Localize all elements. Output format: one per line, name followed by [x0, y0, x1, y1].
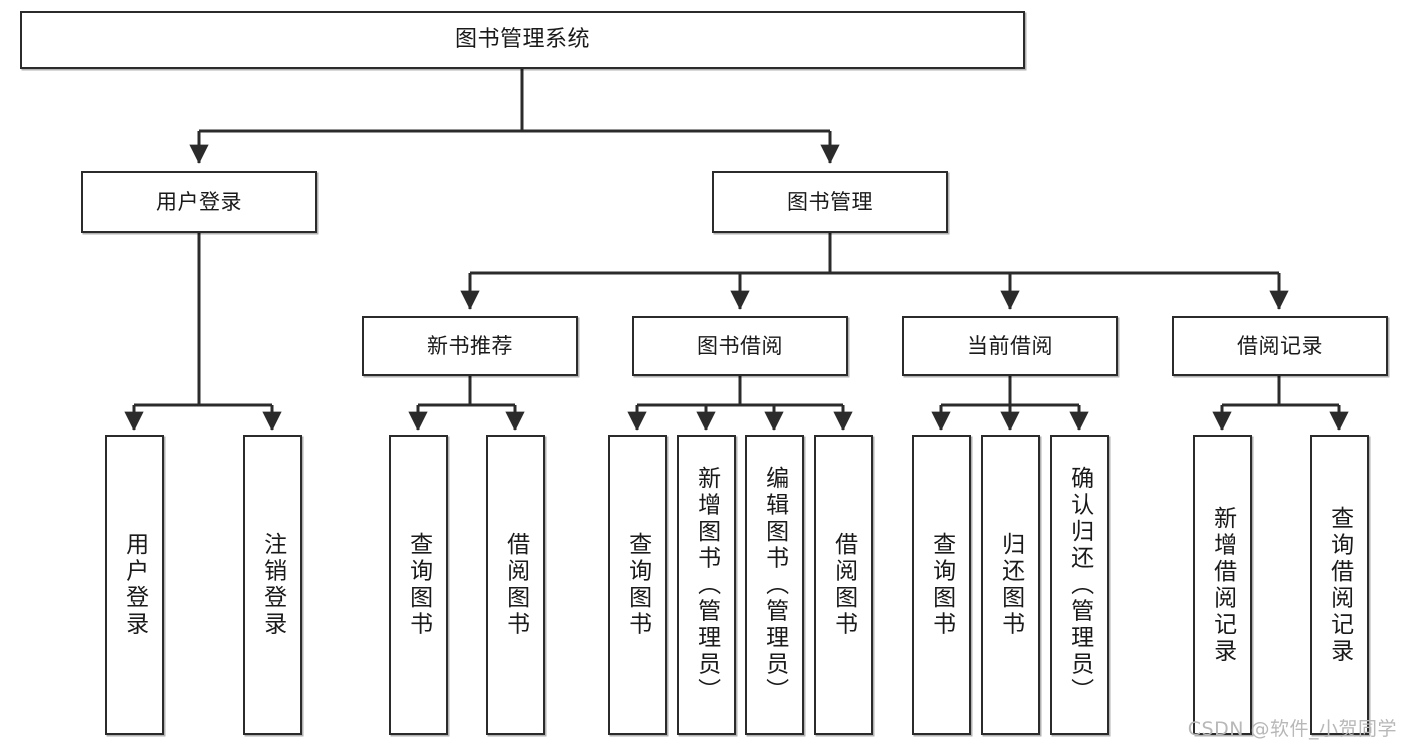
node-leaf-add-book-admin[interactable]: 新增图书（管理员）	[677, 435, 736, 735]
node-leaf-query-borrow-record[interactable]: 查询借阅记录	[1310, 435, 1369, 735]
node-label: 借阅图书	[830, 532, 857, 638]
node-label: 查询图书	[405, 532, 432, 638]
node-label: 编辑图书（管理员）	[761, 465, 788, 705]
node-label: 归还图书	[997, 532, 1024, 638]
node-leaf-logout-login[interactable]: 注销登录	[243, 435, 302, 735]
node-label: 新书推荐	[427, 333, 513, 358]
node-label: 借阅图书	[502, 532, 529, 638]
node-label: 新增图书（管理员）	[693, 465, 720, 705]
node-label: 图书管理系统	[454, 27, 590, 53]
node-leaf-query-book-borrow[interactable]: 查询图书	[608, 435, 667, 735]
node-label: 当前借阅	[967, 333, 1053, 358]
node-leaf-add-borrow-record[interactable]: 新增借阅记录	[1193, 435, 1252, 735]
node-label: 查询图书	[928, 532, 955, 638]
node-borrow-record[interactable]: 借阅记录	[1172, 316, 1388, 376]
node-label: 查询图书	[624, 532, 651, 638]
node-book-borrow[interactable]: 图书借阅	[632, 316, 848, 376]
node-label: 借阅记录	[1237, 333, 1323, 358]
node-new-book-recommend[interactable]: 新书推荐	[362, 316, 578, 376]
node-label: 用户登录	[121, 532, 148, 638]
node-leaf-return-book[interactable]: 归还图书	[981, 435, 1040, 735]
watermark-text: CSDN @软件_小贺同学	[1187, 718, 1397, 740]
node-leaf-query-book-current[interactable]: 查询图书	[912, 435, 971, 735]
node-leaf-user-login[interactable]: 用户登录	[105, 435, 164, 735]
node-label: 新增借阅记录	[1209, 505, 1236, 665]
node-label: 查询借阅记录	[1326, 505, 1353, 665]
node-book-management[interactable]: 图书管理	[712, 171, 948, 233]
node-label: 图书管理	[787, 189, 873, 214]
node-leaf-edit-book-admin[interactable]: 编辑图书（管理员）	[745, 435, 804, 735]
node-label: 确认归还（管理员）	[1066, 465, 1093, 705]
node-root-book-management-system[interactable]: 图书管理系统	[20, 11, 1025, 69]
node-label: 注销登录	[259, 532, 286, 638]
node-label: 图书借阅	[697, 333, 783, 358]
node-leaf-borrow-book[interactable]: 借阅图书	[814, 435, 873, 735]
node-leaf-confirm-return-admin[interactable]: 确认归还（管理员）	[1050, 435, 1109, 735]
node-user-login[interactable]: 用户登录	[81, 171, 317, 233]
node-leaf-query-book-recommend[interactable]: 查询图书	[389, 435, 448, 735]
node-leaf-borrow-book-recommend[interactable]: 借阅图书	[486, 435, 545, 735]
node-current-borrow[interactable]: 当前借阅	[902, 316, 1118, 376]
node-label: 用户登录	[156, 189, 242, 214]
